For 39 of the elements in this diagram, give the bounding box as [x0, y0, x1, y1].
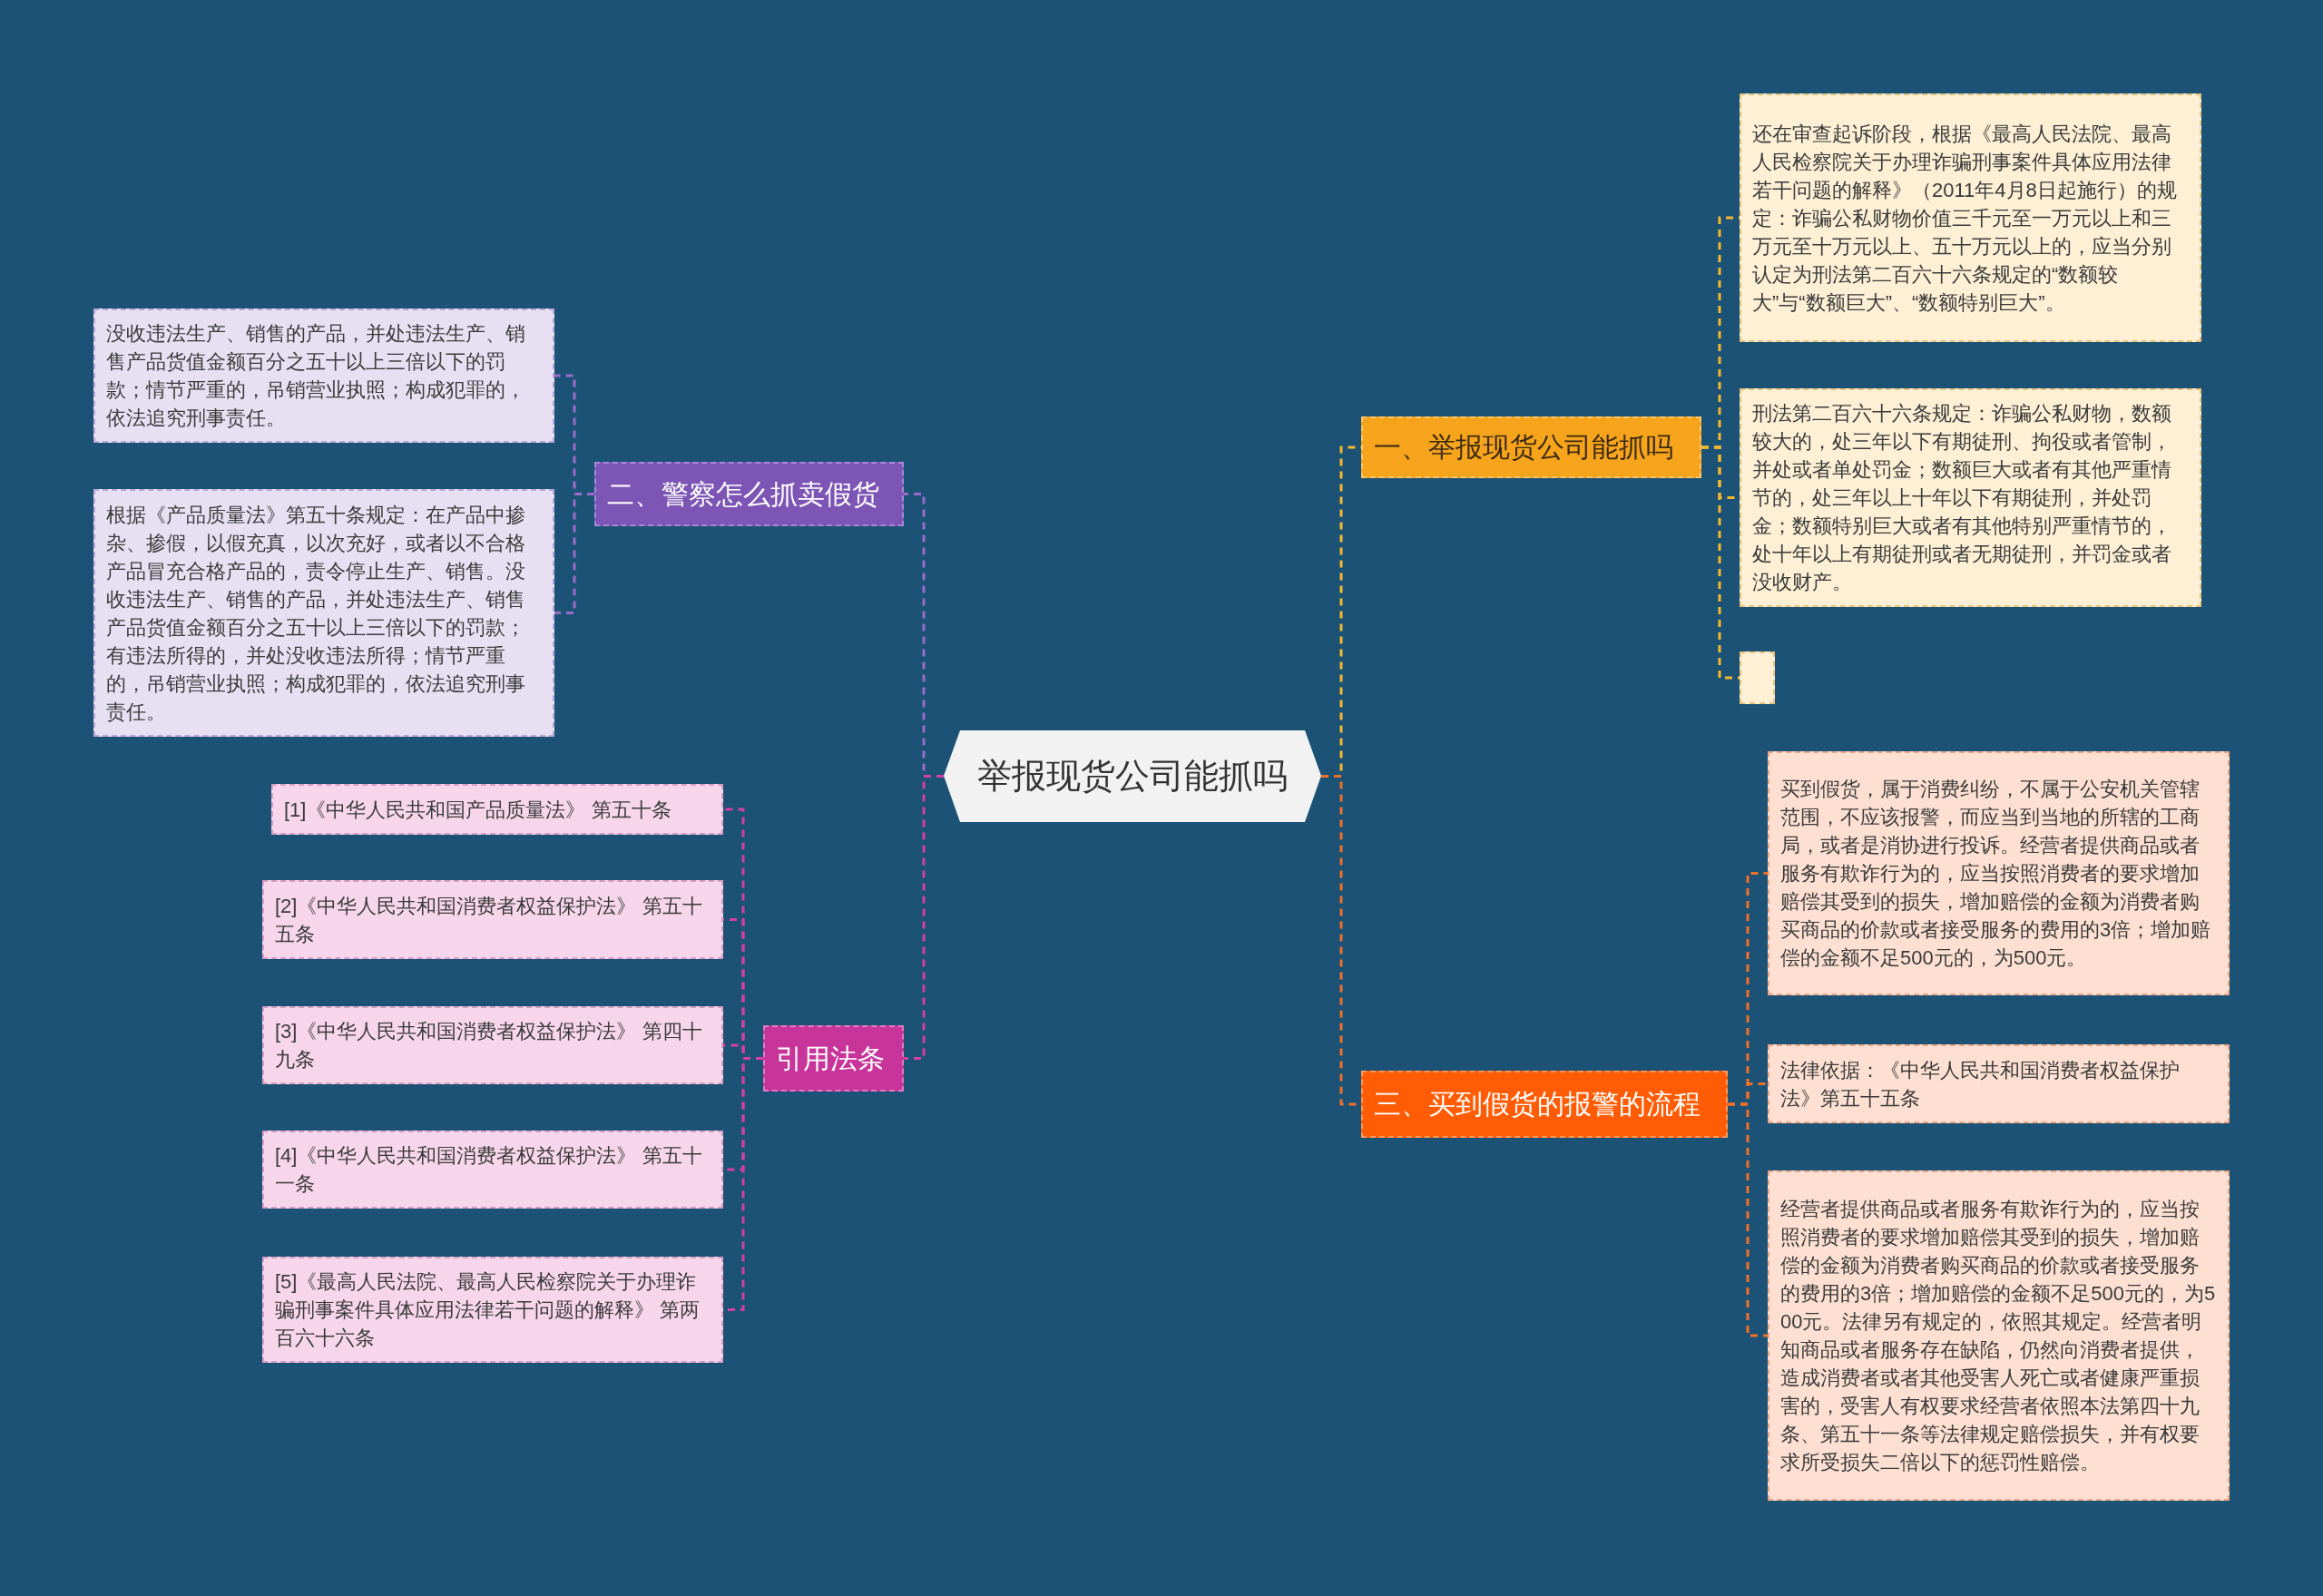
- card-text: 还在审查起诉阶段，根据《最高人民法院、最高人民检察院关于办理诈骗刑事案件具体应用法律若干问题的解释》（2011年4月8日起施行）的规定：诈骗公私财物价值三千元至一万元以上和三万元至十万元以上、五十万元以上的，应当分别认定为刑法第二百六十六条规定的“数额较大”与“数额巨大”、“数额特别巨大”。: [1752, 121, 2178, 316]
- citation-card: [262, 880, 723, 959]
- branch-topic: [594, 462, 904, 526]
- connector-line: [554, 493, 594, 614]
- card-text: [4]《中华人民共和国消费者权益保护法》 第五十一条: [275, 1143, 703, 1197]
- text-card: [93, 308, 554, 443]
- card-text: 根据《产品质量法》第五十条规定：在产品中掺杂、掺假，以假充真，以次充好，或者以不合格产品冒充合格产品的，责令停止生产、销售。没收违法生产、销售的产品，并处违法生产、销售产品货值金额百分之五十以上三倍以下的罚款；有违法所得的，并处没收违法所得；情节严重的，吊销营业执照；构成犯罪的，依法追究刑事责任。: [106, 502, 526, 725]
- hexagon-node: [944, 730, 1321, 822]
- card-text: [2]《中华人民共和国消费者权益保护法》 第五十五条: [275, 893, 703, 947]
- connector-line: [904, 775, 944, 1060]
- card-text: 法律依据：《中华人民共和国消费者权益保护法》第五十五条: [1780, 1057, 2181, 1111]
- empty-card: [1740, 651, 1775, 704]
- text-card: [1740, 93, 2201, 342]
- connector-line: [1728, 1102, 1768, 1337]
- citation-card: [262, 1131, 723, 1209]
- branch-topic: [1361, 1071, 1728, 1138]
- citation-card: [262, 1257, 723, 1363]
- card-text: [5]《最高人民法院、最高人民检察院关于办理诈骗刑事案件具体应用法律若干问题的解释》 第两百六十六条: [275, 1269, 701, 1351]
- central-title: 举报现货公司能抓吗: [977, 756, 1288, 797]
- text-card: [1768, 1044, 2230, 1123]
- branch-title: 三、买到假货的报警的流程: [1374, 1088, 1701, 1121]
- text-card: [1740, 388, 2201, 607]
- connector-line: [1701, 446, 1740, 680]
- card-text: [3]《中华人民共和国消费者权益保护法》 第四十九条: [275, 1019, 703, 1072]
- branch-title: 二、警察怎么抓卖假货: [607, 477, 879, 511]
- text-card: [93, 489, 554, 737]
- branch-title: 一、举报现货公司能抓吗: [1374, 431, 1673, 464]
- card-text: 经营者提供商品或者服务有欺诈行为的，应当按照消费者的要求增加赔偿其受到的损失，增加赔偿的金额为消费者购买商品的价款或者接受服务的费用的3倍；增加赔偿的金额不足500元的，为500元。法律另有规定的，依照其规定。经营者明知商品或者服务存在缺陷，仍然向消费者提供，造成消费者或者其他受害人死亡或者健康严重损害的，受害人有权要求经营者依照本法第四十九条、第五十一条等法律规定赔偿损失，并有权要求所受损失二倍以下的惩罚性赔偿。: [1780, 1197, 2217, 1475]
- text-card: [1768, 751, 2230, 995]
- text-card: [1768, 1170, 2230, 1501]
- branch-topic: [1361, 416, 1701, 478]
- card-text: 没收违法生产、销售的产品，并处违法生产、销售产品货值金额百分之五十以上三倍以下的罚款；情节严重的，吊销营业执照；构成犯罪的，依法追究刑事责任。: [106, 321, 526, 431]
- citation-card: [271, 784, 723, 835]
- citation-card: [262, 1006, 723, 1084]
- branch-title: 引用法条: [776, 1042, 885, 1075]
- branch-topic: [763, 1025, 904, 1092]
- card-text: 买到假货，属于消费纠纷，不属于公安机关管辖范围，不应该报警，而应当到当地的所辖的工商局，或者是消协进行投诉。经营者提供商品或者服务有欺诈行为的，应当按照消费者的要求增加赔偿其受到的损失，增加赔偿的金额为消费者购买商品的价款或者接受服务的费用的3倍；增加赔偿的金额不足500元的，为500元。: [1780, 777, 2212, 971]
- card-text: [1]《中华人民共和国产品质量法》 第五十条: [284, 797, 671, 823]
- card-text: 刑法第二百六十六条规定：诈骗公私财物，数额较大的，处三年以下有期徒刑、拘役或者管制，并处或者单处罚金；数额巨大或者有其他严重情节的，处三年以上十年以下有期徒刑，并处罚金；数额特别巨大或者有其他特别严重情节的，处十年以上有期徒刑或者无期徒刑，并罚金或者没收财产。: [1752, 401, 2172, 595]
